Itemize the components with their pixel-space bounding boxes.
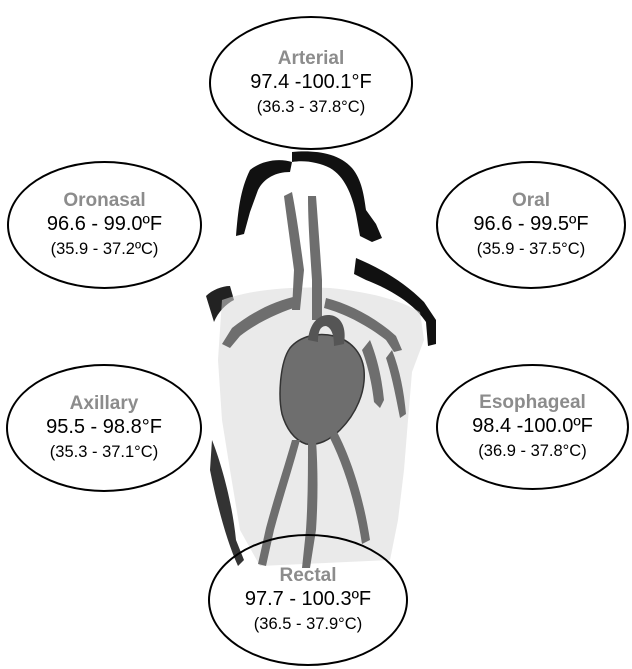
rectal-fahrenheit: 97.7 - 100.3ºF (245, 587, 371, 612)
esophageal-celsius: (36.9 - 37.8°C) (478, 439, 586, 463)
head-outline-left (236, 160, 292, 236)
esophageal-label: Esophageal (479, 392, 586, 414)
oronasal-celsius: (35.9 - 37.2ºC) (51, 237, 159, 261)
rectal-bubble: Rectal 97.7 - 100.3ºF (36.5 - 37.9°C) (208, 534, 408, 666)
rectal-label: Rectal (279, 565, 336, 587)
oronasal-fahrenheit: 96.6 - 99.0ºF (47, 212, 162, 237)
oral-label: Oral (512, 190, 550, 212)
axillary-label: Axillary (70, 393, 139, 415)
arterial-celsius: (36.3 - 37.8°C) (257, 95, 365, 119)
oronasal-label: Oronasal (63, 190, 145, 212)
rectal-celsius: (36.5 - 37.9°C) (254, 612, 362, 636)
oronasal-bubble: Oronasal 96.6 - 99.0ºF (35.9 - 37.2ºC) (7, 161, 202, 289)
axillary-bubble: Axillary 95.5 - 98.8°F (35.3 - 37.1°C) (6, 364, 202, 492)
oral-fahrenheit: 96.6 - 99.5ºF (473, 212, 588, 237)
head-outline-right (292, 151, 382, 242)
oral-bubble: Oral 96.6 - 99.5ºF (35.9 - 37.5°C) (436, 161, 626, 289)
esophageal-bubble: Esophageal 98.4 -100.0ºF (36.9 - 37.8°C) (436, 364, 629, 490)
arterial-fahrenheit: 97.4 -100.1°F (250, 70, 371, 95)
axillary-celsius: (35.3 - 37.1°C) (50, 440, 158, 464)
axillary-fahrenheit: 95.5 - 98.8°F (46, 415, 162, 440)
oral-celsius: (35.9 - 37.5°C) (477, 237, 585, 261)
esophageal-fahrenheit: 98.4 -100.0ºF (472, 414, 593, 439)
arterial-bubble: Arterial 97.4 -100.1°F (36.3 - 37.8°C) (209, 16, 413, 150)
arterial-label: Arterial (278, 48, 345, 70)
